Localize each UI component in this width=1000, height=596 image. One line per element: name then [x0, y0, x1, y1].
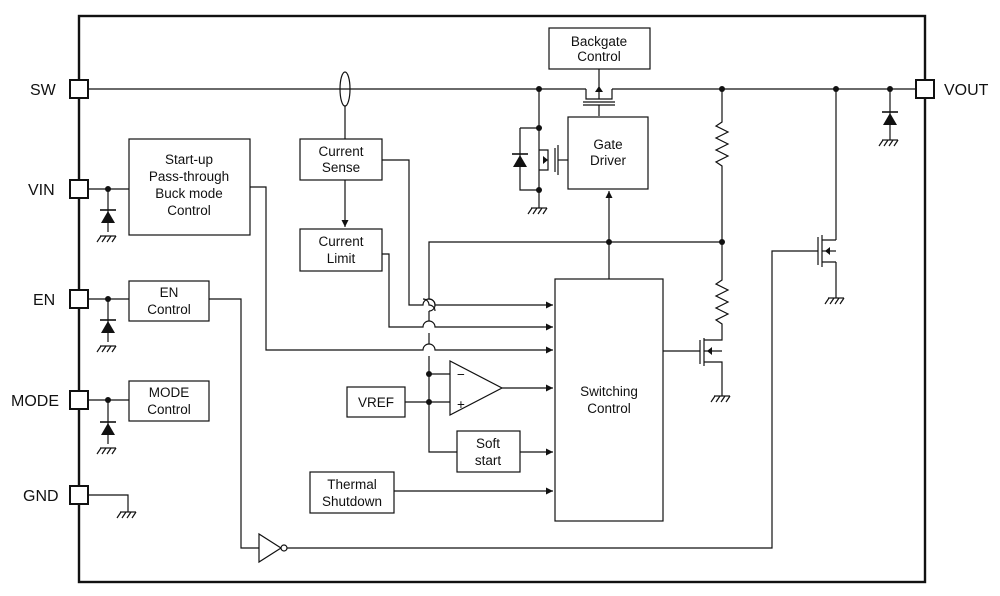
backgate-label-2: Control [577, 49, 621, 64]
pin-sw-label: SW [30, 82, 57, 99]
pin-vin-label: VIN [28, 182, 55, 199]
gate-driver-block [567, 116, 649, 190]
pin-en-label: EN [33, 292, 55, 309]
current-sense-label-2: Sense [322, 160, 360, 175]
discharge-transistor [284, 89, 845, 549]
thermal-label-1: Thermal [327, 477, 377, 492]
feedback-line [428, 241, 722, 299]
gate-driver-label-1: Gate [593, 137, 622, 152]
gate-driver-label-2: Driver [590, 153, 627, 168]
pin-sw: SW [30, 79, 89, 99]
pin-gnd-label: GND [23, 488, 59, 505]
en-label-2: Control [147, 302, 191, 317]
pin-vin: VIN [28, 179, 89, 199]
mode-control-block [128, 380, 210, 422]
current-limit-label-1: Current [318, 234, 363, 249]
pin-vout-label: VOUT [944, 82, 989, 99]
soft-start-label-2: start [475, 453, 502, 468]
vref-label: VREF [358, 395, 394, 410]
pin-en: EN [33, 289, 89, 309]
backgate-label-1: Backgate [571, 34, 627, 49]
en-control-block [128, 280, 210, 322]
startup-control-block [128, 138, 251, 236]
amp-minus-label: − [457, 367, 465, 382]
soft-start-label-1: Soft [476, 436, 500, 451]
startup-label-4: Control [167, 203, 211, 218]
pin-vout: VOUT [915, 79, 989, 99]
current-sense-label-1: Current [318, 144, 363, 159]
low-side-transistor [663, 338, 731, 403]
sync-rectifier [511, 89, 568, 215]
startup-label-1: Start-up [165, 152, 213, 167]
soft-start-block [456, 430, 521, 473]
pin-mode-label: MODE [11, 393, 59, 410]
switching-control-block [554, 278, 664, 522]
amp-plus-label: + [457, 397, 465, 412]
current-sense-block [299, 138, 383, 181]
pin-mode: MODE [11, 390, 89, 410]
error-amplifier [449, 360, 504, 416]
mode-label-2: Control [147, 402, 191, 417]
backgate-control-block [548, 27, 651, 70]
current-limit-block [299, 228, 383, 272]
mode-label-1: MODE [149, 385, 190, 400]
startup-label-2: Pass-through [149, 169, 229, 184]
current-limit-label-2: Limit [327, 251, 356, 266]
vref-block [346, 386, 406, 418]
feedback-divider [714, 89, 730, 338]
thermal-label-2: Shutdown [322, 494, 382, 509]
en-label-1: EN [160, 285, 179, 300]
en-inverter [258, 532, 283, 564]
vout-diode [878, 89, 899, 147]
high-side-transistor [583, 69, 615, 116]
thermal-shutdown-block [309, 471, 395, 514]
switching-label-1: Switching [580, 384, 638, 399]
switching-label-2: Control [587, 401, 631, 416]
startup-label-3: Buck mode [155, 186, 223, 201]
pin-gnd: GND [23, 485, 89, 505]
